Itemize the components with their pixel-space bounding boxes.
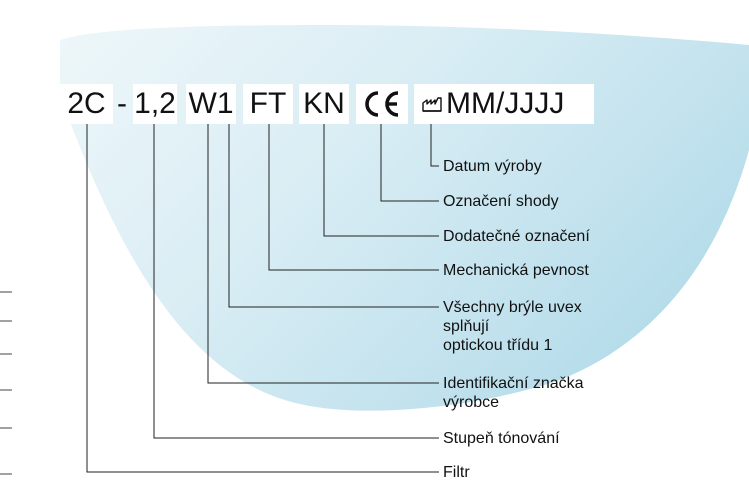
label-optical-class: Všechny brýle uvex splňují optickou tříd…: [443, 298, 582, 355]
code-strength: FT: [243, 84, 293, 124]
leader-date: [430, 124, 439, 167]
label-additional: Dodatečné označení: [443, 228, 590, 245]
code-additional-text: KN: [303, 87, 345, 120]
ce-mark-glyph: [365, 91, 399, 117]
label-date: Datum výroby: [443, 158, 542, 175]
code-manufacturer: W1: [186, 84, 236, 124]
leader-manufacturer: [207, 124, 439, 384]
label-shade: Stupeň tónování: [443, 430, 560, 447]
label-strength: Mechanická pevnost: [443, 262, 589, 279]
label-ce: Označení shody: [443, 193, 559, 210]
code-date-text: MM/JJJJ: [446, 87, 565, 120]
label-manufacturer: Identifikační značka výrobce: [443, 374, 584, 412]
code-shade-text: 1,2: [134, 87, 176, 120]
label-optical-class-line-3: optickou třídu 1: [443, 337, 553, 354]
code-separator: -: [117, 87, 127, 120]
leader-additional: [323, 124, 439, 237]
leader-shade: [153, 124, 439, 439]
leader-lines: [86, 124, 439, 473]
ce-mark-icon: [356, 84, 408, 124]
code-manufacturer-text: W1: [188, 87, 234, 120]
code-filter-text: 2C: [67, 87, 106, 120]
leader-strength: [268, 124, 439, 271]
lens-shape: [60, 25, 749, 411]
left-edge-ticks: [0, 291, 12, 475]
label-manufacturer-line-1: Identifikační značka: [443, 375, 584, 392]
label-optical-class-line-1: Všechny brýle uvex: [443, 299, 582, 316]
factory-icon: [422, 97, 442, 112]
leader-filter: [86, 124, 439, 473]
code-date: MM/JJJJ: [414, 84, 594, 124]
leader-ce: [380, 124, 439, 202]
code-filter: 2C: [60, 84, 113, 124]
label-optical-class-line-2: splňují: [443, 318, 490, 335]
code-strength-text: FT: [249, 87, 287, 120]
code-shade: 1,2: [133, 84, 177, 124]
code-additional: KN: [299, 84, 349, 124]
leader-optical-class: [228, 124, 439, 308]
label-manufacturer-line-2: výrobce: [443, 394, 500, 411]
label-filter: Filtr: [443, 464, 470, 481]
